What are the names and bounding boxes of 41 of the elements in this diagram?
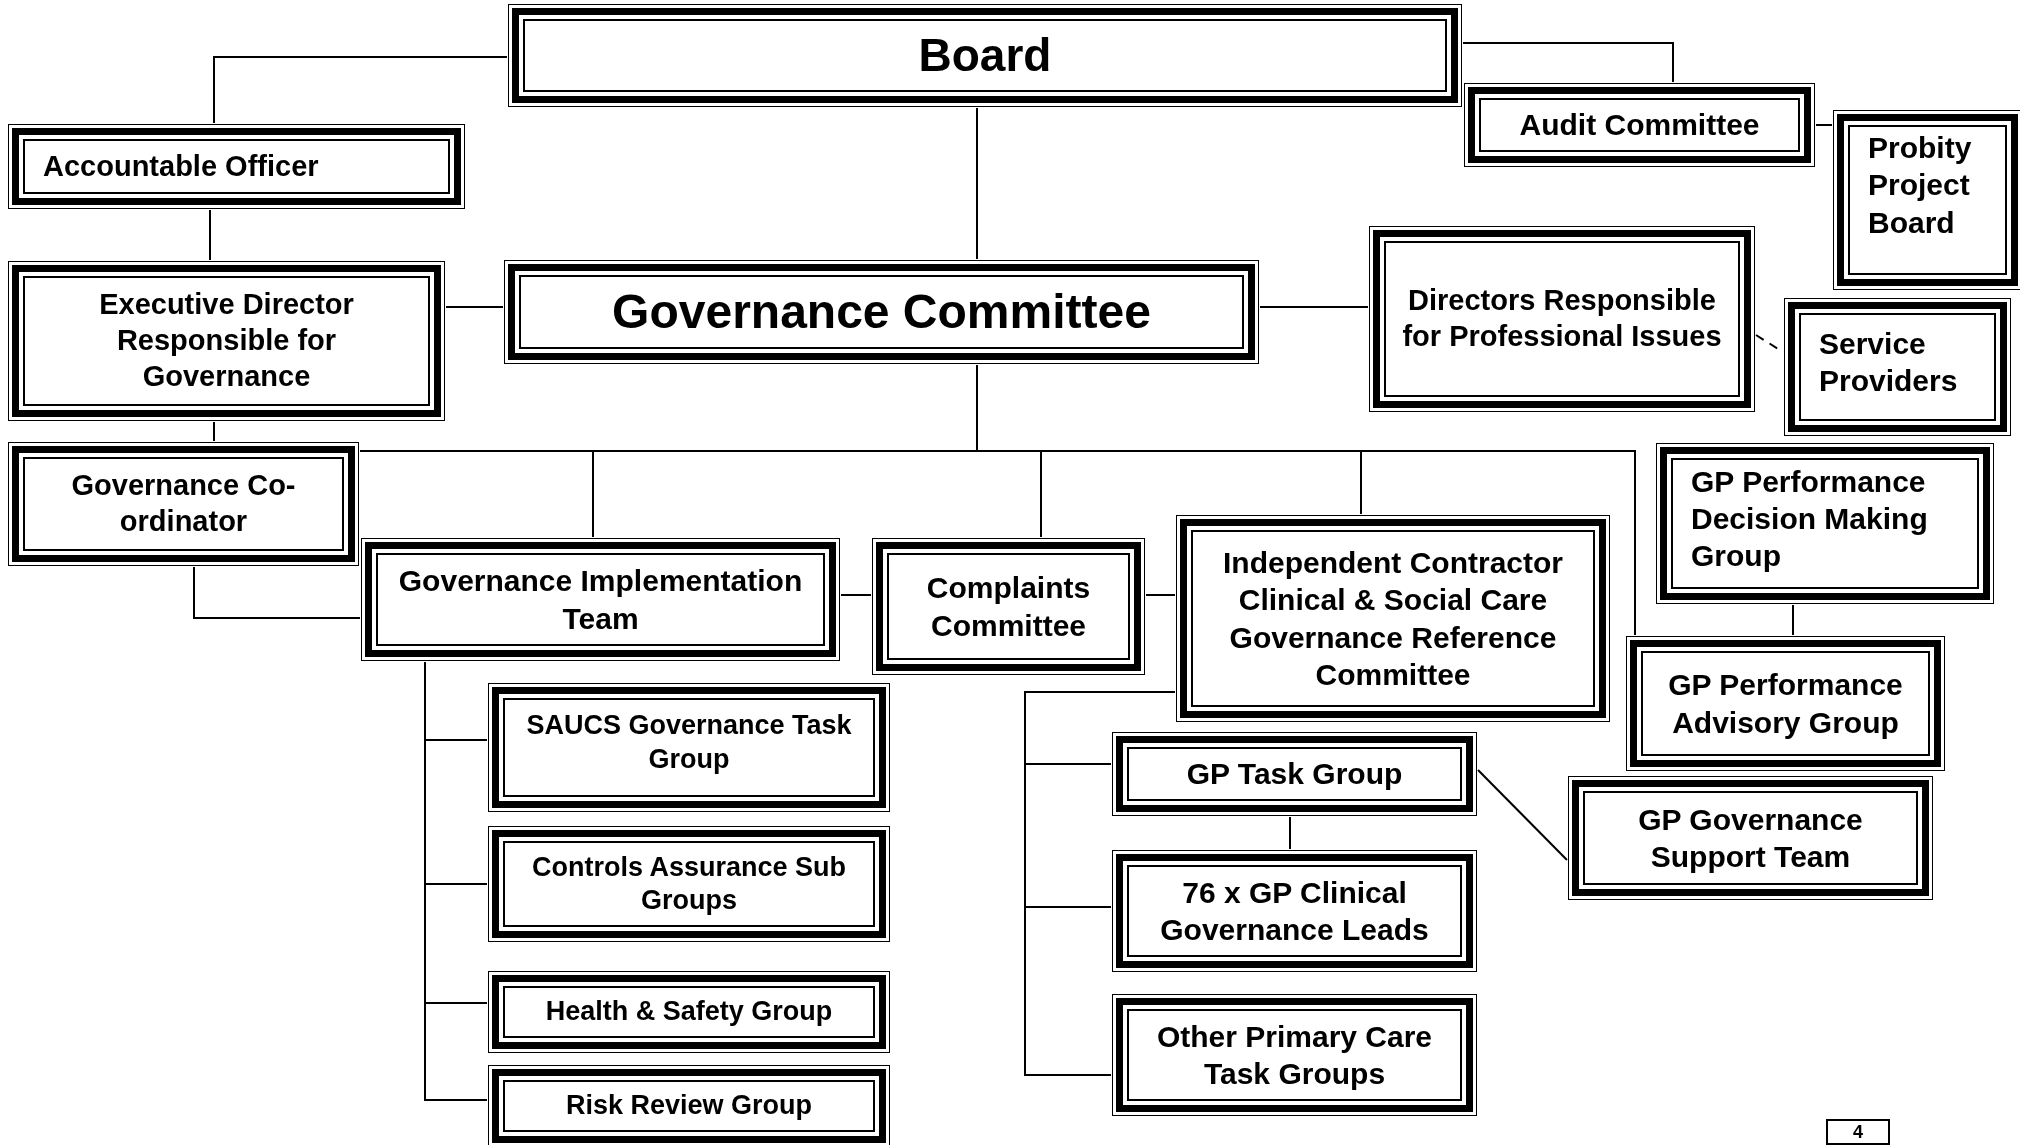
box-label: Complaints Committee bbox=[925, 570, 1092, 644]
connector-line bbox=[976, 107, 978, 260]
connector-line bbox=[840, 594, 872, 596]
connector-line bbox=[1145, 594, 1176, 596]
connector-line bbox=[1289, 816, 1291, 850]
box-label: Directors Responsible for Professional Issues bbox=[1401, 283, 1723, 354]
box-label: Governance Committee bbox=[612, 284, 1151, 341]
box-label: Executive Director Responsible for Governance bbox=[98, 287, 355, 394]
box-label: Health & Safety Group bbox=[545, 995, 833, 1029]
box-label: Other Primary Care Task Groups bbox=[1155, 1018, 1434, 1092]
page-number-box bbox=[1826, 1119, 1890, 1145]
connector-line bbox=[1792, 604, 1794, 636]
box-label: Governance Implementation Team bbox=[397, 563, 804, 637]
connector-line bbox=[1259, 306, 1369, 308]
box-label: Controls Assurance Sub Groups bbox=[530, 850, 848, 917]
box-label: Independent Contractor Clinical & Social Care Governance Reference Committee bbox=[1222, 545, 1564, 693]
connector-line bbox=[193, 566, 361, 619]
box-label: 76 x GP Clinical Governance Leads bbox=[1159, 874, 1430, 948]
box-label: GP Performance Decision Making Group bbox=[1691, 463, 1929, 575]
box-label: Governance Co-ordinator bbox=[70, 468, 297, 539]
connector-line bbox=[445, 306, 504, 308]
box-label: Audit Committee bbox=[1519, 107, 1760, 144]
box-label: Risk Review Group bbox=[565, 1089, 813, 1123]
box-label: Probity Project Board bbox=[1868, 130, 1973, 241]
connector-line bbox=[424, 661, 488, 1101]
box-label: GP Task Group bbox=[1186, 756, 1403, 793]
connector-line bbox=[213, 56, 508, 124]
connector-line bbox=[209, 209, 211, 261]
connector-line bbox=[1024, 691, 1176, 1076]
box-label: Board bbox=[918, 28, 1052, 83]
box-label: SAUCS Governance Task Group bbox=[525, 709, 853, 776]
box-label: GP Governance Support Team bbox=[1637, 801, 1864, 875]
box-label: Accountable Officer bbox=[43, 148, 319, 184]
connector-line bbox=[213, 421, 215, 442]
connector-line bbox=[1462, 42, 1674, 83]
page-number: 4 bbox=[1853, 1120, 1863, 1144]
box-label: GP Performance Advisory Group bbox=[1667, 667, 1904, 741]
connector-line bbox=[1815, 124, 1833, 126]
connector-line bbox=[976, 364, 1636, 636]
box-label: Service Providers bbox=[1819, 325, 1959, 399]
connector-line bbox=[1477, 769, 1568, 861]
